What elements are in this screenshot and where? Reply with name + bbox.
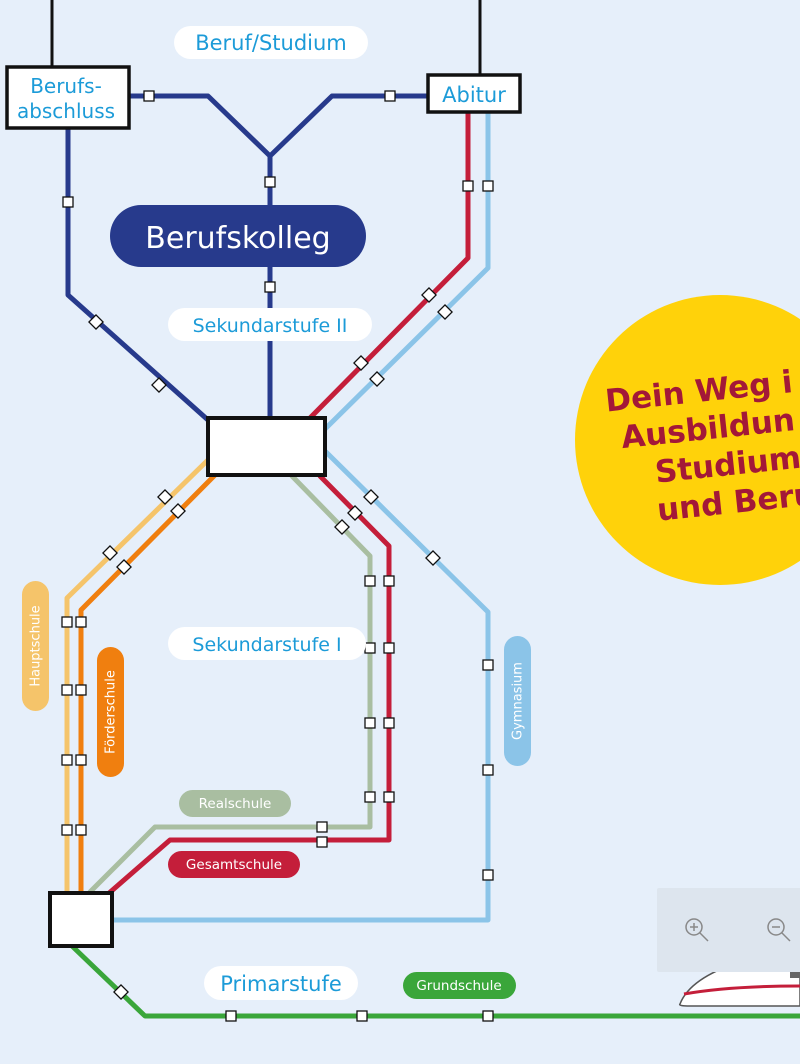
station-marker: [383, 717, 395, 729]
line-grundschule: [69, 943, 800, 1019]
abitur-label: Abitur: [442, 83, 506, 107]
station-marker: [75, 616, 87, 628]
station-marker: [437, 304, 453, 320]
station-marker: [264, 281, 276, 293]
hub-sekundarstufe-2[interactable]: [206, 416, 327, 477]
station-marker: [334, 519, 350, 535]
hub-boxes: [48, 416, 327, 948]
line-navy-abitur: [267, 93, 431, 159]
station-marker: [264, 176, 276, 188]
station-marker: [102, 545, 118, 561]
station-marker: [316, 836, 328, 848]
zoom-in-button[interactable]: [677, 910, 717, 950]
berufsabschluss-box[interactable]: Berufs- abschluss: [5, 65, 131, 130]
station-marker: [170, 503, 186, 519]
station-marker: [363, 489, 379, 505]
pill-foerderschule[interactable]: [97, 647, 124, 777]
school-type-labels: Hauptschule Förderschule Gymnasium Reals…: [22, 581, 531, 999]
station-marker: [383, 575, 395, 587]
zoom-in-icon: [685, 918, 709, 942]
berufskolleg-badge[interactable]: Berufskolleg: [110, 205, 366, 267]
grundschule-label: Grundschule: [416, 978, 501, 994]
station-marker: [482, 869, 494, 881]
zoom-toolbar: [657, 888, 800, 972]
hauptschule-label: Hauptschule: [29, 605, 44, 686]
foerderschule-label: Förderschule: [104, 670, 119, 754]
berufskolleg-label: Berufskolleg: [145, 221, 330, 256]
label-primarstufe: Primarstufe: [220, 972, 342, 996]
station-marker: [462, 180, 474, 192]
pill-realschule[interactable]: [179, 790, 291, 817]
gymnasium-label: Gymnasium: [511, 662, 526, 740]
line-navy-left: [65, 125, 211, 423]
station-marker: [482, 659, 494, 671]
zoom-out-icon: [767, 918, 791, 942]
station-marker: [225, 1010, 237, 1022]
berufsabschluss-label: abschluss: [17, 99, 115, 123]
line-navy-berufsabschluss: [125, 93, 273, 159]
station-marker: [482, 1010, 494, 1022]
pill-gesamtschule[interactable]: [168, 851, 300, 878]
station-marker: [116, 559, 132, 575]
station-marker: [61, 824, 73, 836]
station-marker: [113, 984, 129, 1000]
berufsabschluss-label: Berufs-: [30, 74, 102, 98]
station-marker: [364, 575, 376, 587]
station-marker: [364, 642, 376, 654]
line-realschule: [87, 473, 373, 895]
label-sekundarstufe-2: Sekundarstufe II: [193, 315, 348, 337]
pill-hauptschule[interactable]: [22, 581, 49, 711]
station-marker: [316, 821, 328, 833]
hub-primarstufe[interactable]: [48, 891, 114, 948]
station-marker: [482, 764, 494, 776]
station-marker: [356, 1010, 368, 1022]
line-foerderschule: [78, 472, 218, 895]
station-marker: [347, 505, 363, 521]
station-marker: [364, 717, 376, 729]
station-markers: [61, 90, 494, 1022]
station-marker: [383, 642, 395, 654]
station-marker: [384, 90, 396, 102]
station-marker: [75, 824, 87, 836]
station-marker: [425, 550, 441, 566]
pill-grundschule[interactable]: [403, 972, 516, 999]
station-marker: [61, 616, 73, 628]
label-beruf-studium: Beruf/Studium: [195, 31, 347, 55]
station-marker: [75, 684, 87, 696]
station-marker: [61, 754, 73, 766]
station-marker: [75, 754, 87, 766]
line-hauptschule: [64, 455, 213, 895]
station-marker: [62, 196, 74, 208]
abitur-box[interactable]: Abitur: [426, 73, 522, 114]
station-marker: [157, 489, 173, 505]
pill-gymnasium[interactable]: [504, 636, 531, 766]
realschule-label: Realschule: [199, 796, 272, 812]
line-gesamtschule: [105, 473, 392, 897]
zoom-out-button[interactable]: [759, 910, 799, 950]
station-marker: [383, 791, 395, 803]
label-sekundarstufe-1: Sekundarstufe I: [192, 634, 341, 656]
station-marker: [151, 377, 167, 393]
station-marker: [369, 371, 385, 387]
station-marker: [353, 355, 369, 371]
station-marker: [421, 287, 437, 303]
station-marker: [482, 180, 494, 192]
gesamtschule-label: Gesamtschule: [186, 857, 282, 873]
stage-labels: Beruf/Studium Sekundarstufe II Sekundars…: [168, 26, 372, 1000]
station-marker: [364, 791, 376, 803]
station-marker: [143, 90, 155, 102]
station-marker: [88, 314, 104, 330]
station-marker: [61, 684, 73, 696]
yellow-badge: Dein Weg i Ausbildun Studium und Beru: [575, 295, 800, 585]
